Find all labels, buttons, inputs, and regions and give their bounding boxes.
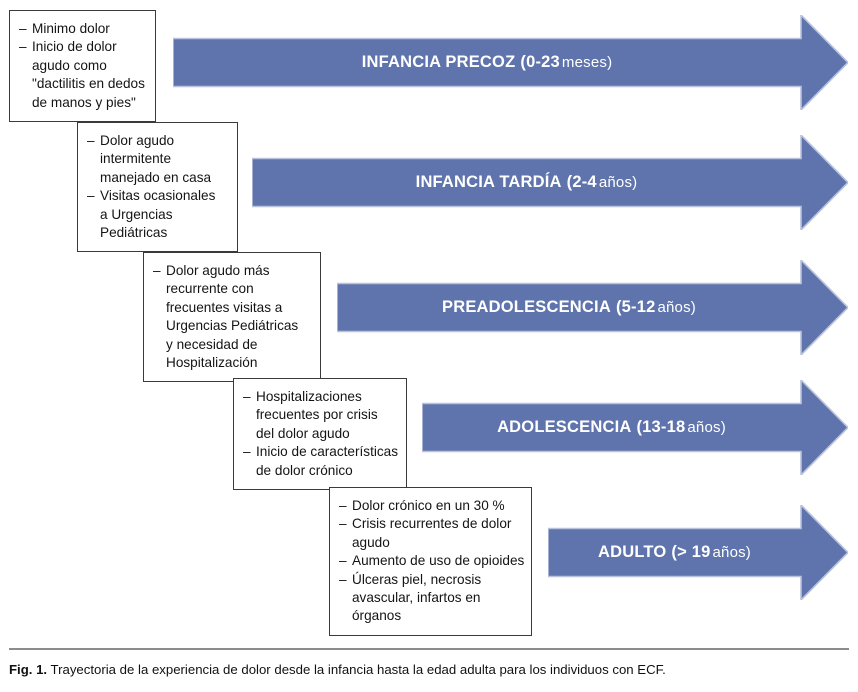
note-continuation-line: "dactilitis en dedos <box>32 76 145 92</box>
note-continuation-line: manejado en casa <box>100 169 212 185</box>
arrow-shape <box>548 505 848 600</box>
note-continuation-line: frecuentes visitas a <box>166 299 283 315</box>
note-continuation-line: frecuentes por crisis <box>256 407 378 423</box>
note-bullet-line: Hospitalizaciones <box>243 388 396 407</box>
caption-figure-label: Fig. 1. <box>9 661 48 677</box>
note-bullet-line: Úlceras piel, necrosis <box>339 571 521 590</box>
arrow-shape <box>337 260 848 355</box>
caption-divider <box>9 648 849 650</box>
note-continuation-line: órganos <box>352 608 402 624</box>
note-continuation-line: de dolor crónico <box>256 462 353 478</box>
note-bullet-line: Crisis recurrentes de dolor <box>339 515 521 534</box>
caption-body: Trayectoria de la experiencia de dolor d… <box>50 661 666 677</box>
note-bullet-line: Minimo dolor <box>19 20 145 39</box>
arrow-shape <box>422 380 848 475</box>
figure-caption: Fig. 1. Trayectoria de la experiencia de… <box>9 648 849 678</box>
note-bullet-line: Inicio de dolor <box>19 38 145 57</box>
arrow-shape <box>252 135 848 230</box>
note-continuation-line: y necesidad de <box>166 336 258 352</box>
note-continuation-line: Hospitalización <box>166 355 258 371</box>
stage-note-box: Dolor crónico en un 30 %Crisis recurrent… <box>329 487 532 636</box>
note-continuation-line: agudo como <box>32 57 107 73</box>
note-continuation-line: recurrente con <box>166 281 254 297</box>
note-continuation-line: a Urgencias <box>100 206 173 222</box>
arrow-shape <box>173 15 848 110</box>
note-bullet-line: Inicio de características <box>243 443 398 462</box>
note-continuation-line: Urgencias Pediátricas <box>166 318 299 334</box>
note-bullet-line: Aumento de uso de opioides <box>339 552 524 571</box>
note-bullet-line: Dolor agudo <box>87 132 227 151</box>
note-bullet-line: Dolor crónico en un 30 % <box>339 497 521 516</box>
note-continuation-line: intermitente <box>100 151 172 167</box>
caption-text: Fig. 1. Trayectoria de la experiencia de… <box>9 661 849 678</box>
note-continuation-line: avascular, infartos en <box>352 590 481 606</box>
note-bullet-line: Visitas ocasionales <box>87 187 227 206</box>
note-bullet-line: Dolor agudo más <box>153 262 310 281</box>
note-continuation-line: de manos y pies" <box>32 94 136 110</box>
note-continuation-line: del dolor agudo <box>256 425 350 441</box>
note-continuation-line: Pediátricas <box>100 225 168 241</box>
note-continuation-line: agudo <box>352 534 390 550</box>
